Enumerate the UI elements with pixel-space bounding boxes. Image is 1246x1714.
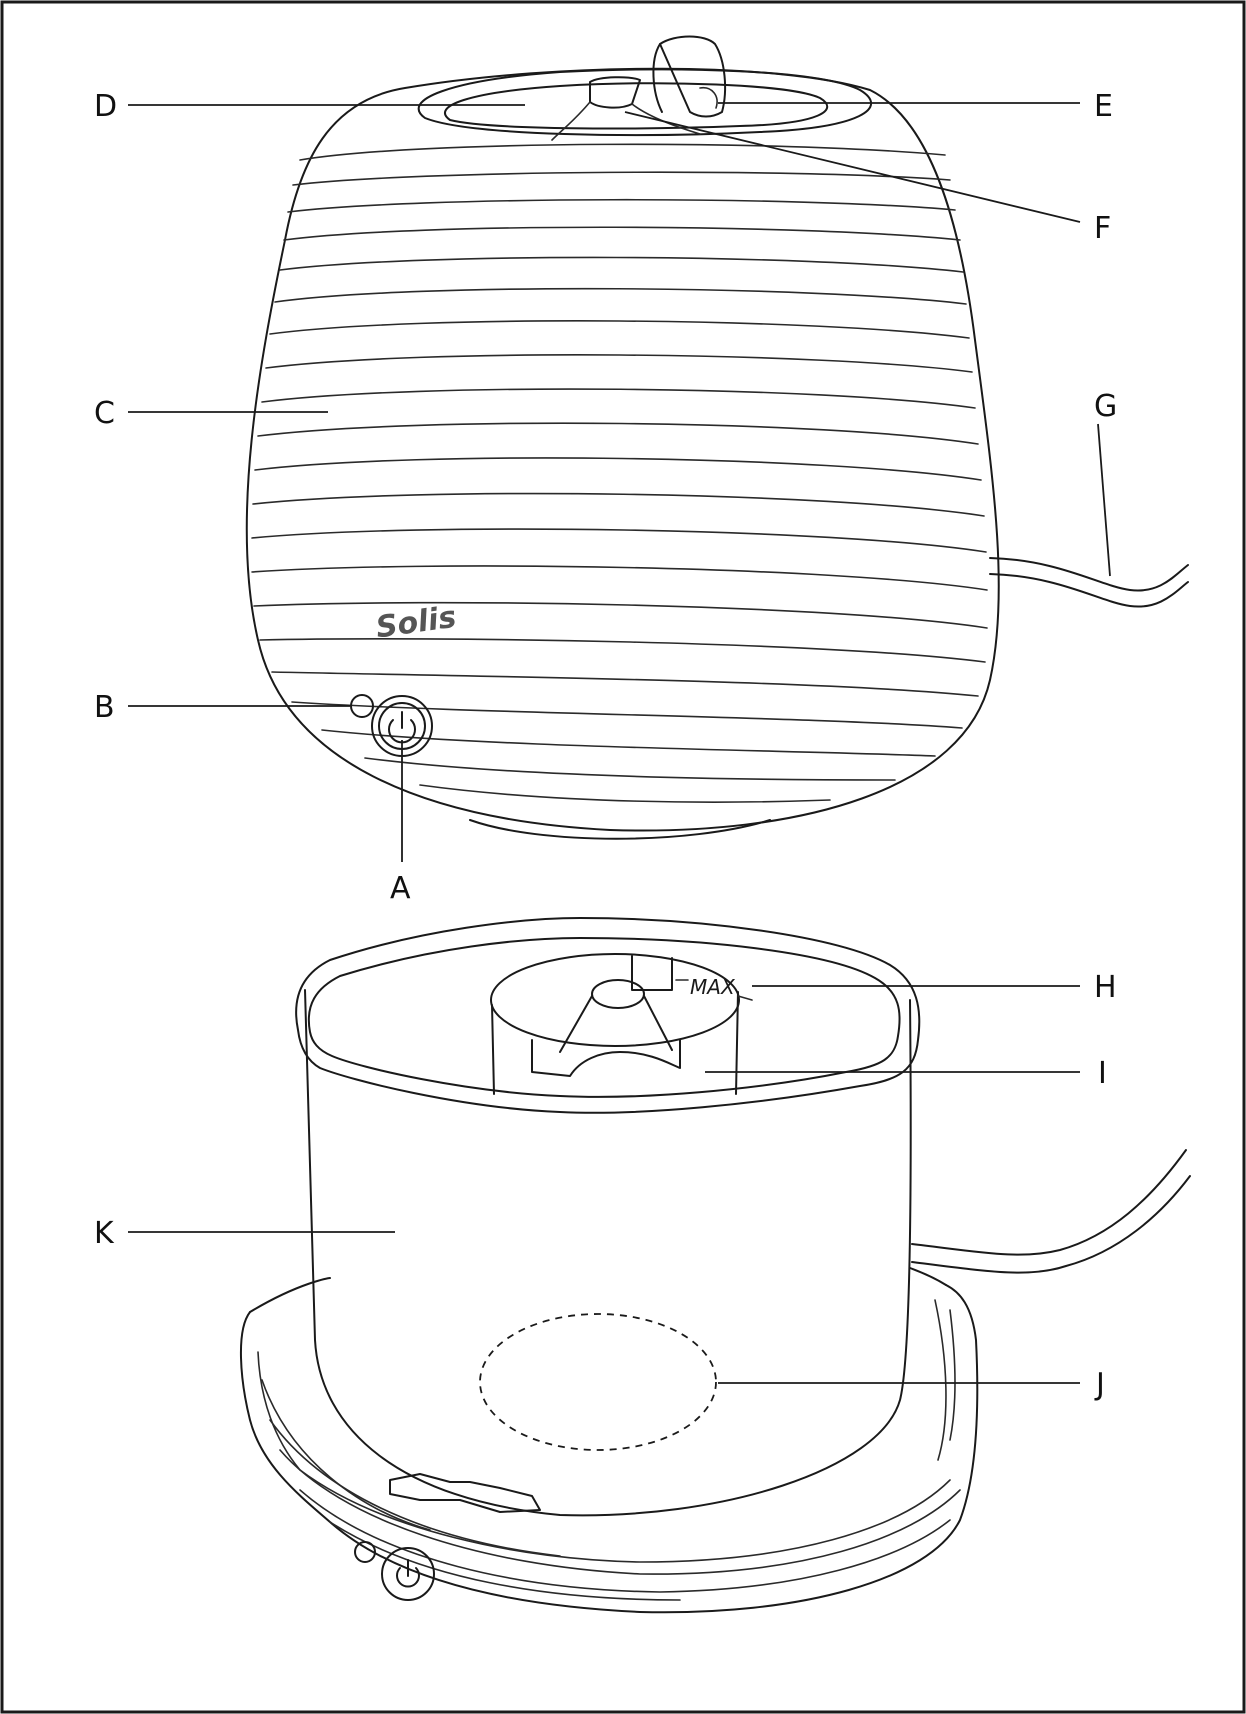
humidifier-bottom-unit: MAX (239, 917, 1191, 1614)
label-J: J (1094, 1367, 1105, 1402)
body-ribs (251, 143, 988, 803)
power-icon (396, 1559, 420, 1588)
label-C: C (94, 396, 115, 431)
leader-F (624, 111, 1081, 223)
humidifier-top-unit: Solis (245, 35, 1189, 840)
lid-inner (444, 82, 829, 130)
ultrasonic-pad (479, 1313, 717, 1451)
max-label: MAX (690, 975, 736, 999)
lid-outer (417, 68, 872, 137)
base-power-button (381, 1547, 435, 1601)
base-tray-rim (249, 1267, 947, 1313)
power-cord-top (989, 557, 1189, 592)
label-A: A (390, 871, 411, 906)
tank-rim-inner (307, 937, 901, 1098)
power-cord-bottom (911, 1149, 1187, 1256)
label-B: B (94, 690, 115, 725)
max-fill-line: MAX (675, 975, 753, 1001)
callout-labels: D E F C G B A H I K J (94, 89, 1117, 1402)
label-E: E (1094, 89, 1113, 124)
callout-leaders (128, 102, 1111, 1384)
power-button (371, 695, 433, 757)
label-I: I (1098, 1056, 1107, 1091)
nozzle-top (591, 979, 645, 1009)
water-tank-body (304, 989, 912, 1517)
base-clips (389, 1473, 541, 1513)
handle-knob (659, 35, 727, 118)
label-G: G (1094, 389, 1117, 424)
leader-G (1097, 423, 1111, 577)
label-F: F (1094, 211, 1111, 246)
body-base (469, 819, 771, 840)
label-K: K (94, 1216, 115, 1251)
base-tray-outer (239, 1284, 979, 1614)
indicator-light-icon (350, 694, 374, 718)
power-icon (388, 711, 416, 744)
label-D: D (94, 89, 117, 124)
mist-nozzle (589, 76, 641, 109)
base-indicator-icon (354, 1541, 376, 1563)
label-H: H (1094, 970, 1117, 1005)
body-outline (245, 67, 1000, 832)
tank-rim-outer (295, 917, 921, 1114)
column-top (490, 953, 740, 1047)
